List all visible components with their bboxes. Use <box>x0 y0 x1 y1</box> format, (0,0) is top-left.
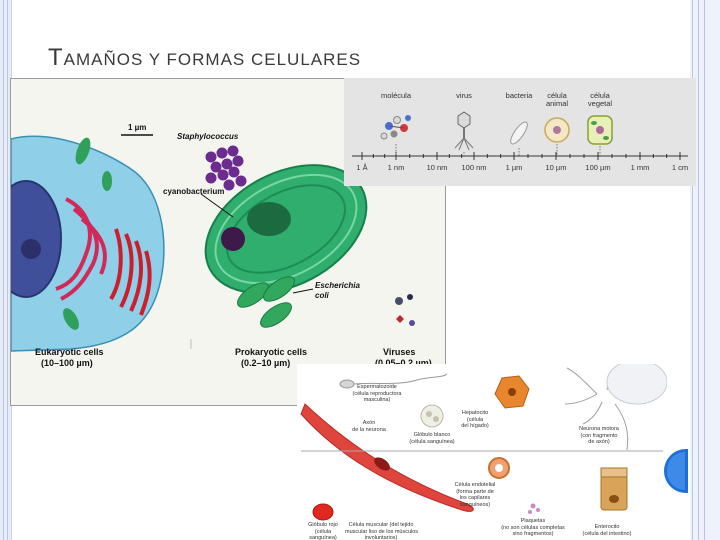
cyanobacterium-label: cyanobacterium <box>163 187 225 196</box>
eukaryotic-label-line2: (10–100 µm) <box>41 358 93 368</box>
slide-title-initial: T <box>48 44 64 71</box>
next-slide-button[interactable] <box>664 449 688 493</box>
scale-tick-label: 1 nm <box>387 163 405 172</box>
human-cell-label-line: (célula <box>466 416 484 423</box>
white-blood-cell-icon <box>420 404 444 428</box>
human-cell-label-line: de la neurona <box>352 426 386 433</box>
human-cell-label-line: sino fragmentos) <box>512 531 554 537</box>
human-cell-label-line: (célula del intestino) <box>582 530 632 537</box>
scale-header: virus <box>442 92 486 100</box>
slide-title: TAMAÑOS Y FORMAS CELULARES <box>48 44 361 72</box>
staphylococcus-label: Staphylococcus <box>177 132 239 141</box>
hepatocyte-icon <box>494 375 530 409</box>
human-cell-label-line: involuntarios) <box>364 535 398 540</box>
escherichia-label-line2: coli <box>315 291 329 300</box>
scale-tick-label: 1 cm <box>671 163 689 172</box>
viruses-label-line2: (0.05–0.2 µm) <box>375 358 432 368</box>
human-cell-label-line: sanguíneos) <box>459 501 491 508</box>
scale-header-line1: molécula <box>380 91 411 100</box>
eukaryotic-label-line1: Eukaryotic cells <box>35 347 104 357</box>
human-cell-label-line: Hepatocito <box>461 410 489 416</box>
endothelial-cell-icon <box>488 457 510 479</box>
human-cell-label-line: Glóbulo blanco <box>413 432 451 438</box>
scale-tick-label: 100 µm <box>585 163 611 172</box>
human-cell-label-line: muscular liso de los músculos <box>345 528 419 535</box>
scale-bar-label: 1 µm <box>128 123 147 132</box>
human-cell-label-line: (célula reproductora <box>352 390 402 397</box>
animal-cell-icon <box>544 117 570 143</box>
scale-header: bacteria <box>497 92 541 100</box>
slide-frame-right <box>690 0 720 540</box>
cell-illustration <box>11 134 415 352</box>
human-cell-label-line: del hígado) <box>461 423 489 429</box>
scale-tick-label: 100 nm <box>461 163 487 172</box>
muscle-cell-icon <box>300 403 474 512</box>
red-blood-cell-icon <box>312 503 334 521</box>
scale-header-line1: célula <box>590 91 610 100</box>
human-cell-label-globulo-blanco: Glóbulo blanco(célula sanguínea) <box>396 432 468 445</box>
scale-header: molécula <box>374 92 418 100</box>
human-cell-label-line: Célula endotelial <box>454 482 496 488</box>
human-cell-label-enterocito: Enterocito(célula del intestino) <box>571 524 643 537</box>
scale-header-line1: bacteria <box>505 91 533 100</box>
escherichia-label-line1: Escherichia <box>315 281 360 290</box>
human-cell-label-line: (forma parte de <box>456 488 494 495</box>
viruses-label-line1: Viruses <box>383 347 416 357</box>
human-cell-label-line: los capilares <box>459 495 491 501</box>
scale-header-line2: animal <box>545 99 569 108</box>
human-cell-label-line: Plaquetas <box>520 518 546 524</box>
human-cell-label-line: Espermatozoide <box>357 384 397 390</box>
human-cell-label-line: Axón <box>362 420 376 426</box>
scale-tick-label: 10 nm <box>426 163 448 172</box>
scale-ticks <box>361 152 681 160</box>
molecule-icon <box>380 115 411 140</box>
human-cell-label-line: Célula muscular (del tejido <box>348 522 414 528</box>
enterocyte-icon <box>600 467 628 511</box>
size-scale-illustration <box>352 111 688 160</box>
human-cell-label-line: de axón) <box>588 439 610 445</box>
human-cell-label-line: (célula <box>314 528 332 535</box>
scale-header-line1: célula <box>547 91 567 100</box>
scale-header-line1: virus <box>456 91 472 100</box>
scale-tick-label: 1 mm <box>630 163 650 172</box>
plant-cell-icon <box>587 115 613 145</box>
virus-icon <box>454 111 474 151</box>
slide-title-rest: AMAÑOS Y FORMAS CELULARES <box>63 50 362 69</box>
human-cell-label-line: sanguínea) <box>309 535 337 540</box>
human-cell-label-line: (con fragmento <box>580 432 618 439</box>
human-cell-label-line: (no son células completas <box>501 524 565 531</box>
bacteria-icon <box>510 121 528 145</box>
platelets-icon <box>528 503 540 514</box>
scale-tick-label: 1 Å <box>356 163 368 172</box>
scale-header-line2: vegetal <box>587 99 613 108</box>
human-cell-label-line: Neurona motora <box>579 426 619 432</box>
prokaryotic-label-line1: Prokaryotic cells <box>235 347 308 357</box>
human-cell-label-line: masculina) <box>363 397 391 403</box>
scale-tick-label: 10 µm <box>545 163 567 172</box>
prokaryotic-label-line2: (0.2–10 µm) <box>241 358 291 368</box>
sperm-cell-icon <box>339 373 448 389</box>
human-cell-label-line: (célula sanguínea) <box>409 438 455 445</box>
human-cell-label-line: Glóbulo rojo <box>308 522 338 528</box>
human-cells-illustration <box>300 364 667 521</box>
scale-tick-label: 1 µm <box>505 163 523 172</box>
human-cell-label-line: Enterocito <box>594 524 620 530</box>
